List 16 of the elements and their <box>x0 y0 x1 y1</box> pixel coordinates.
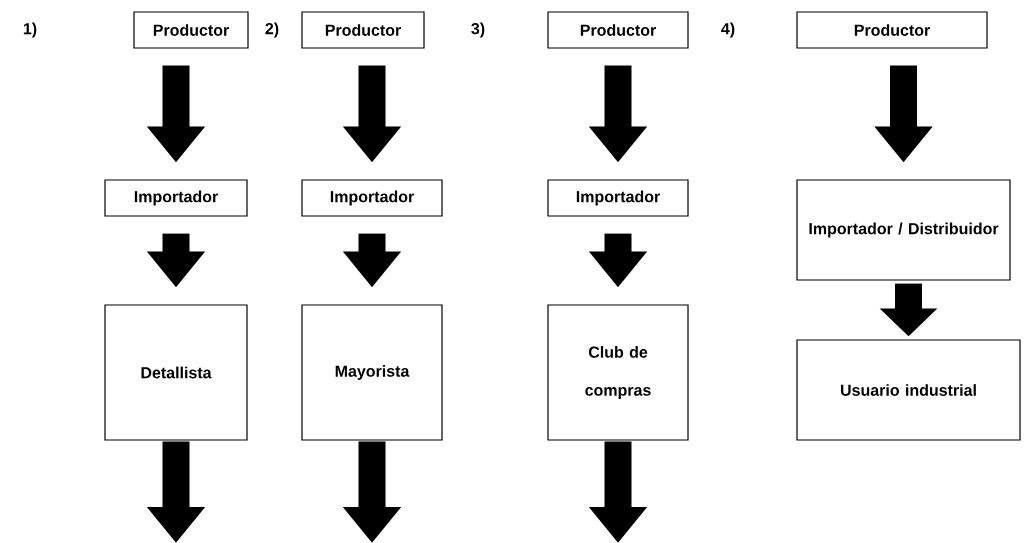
process-box: Productor <box>133 11 249 49</box>
step-number: 1) <box>23 22 37 38</box>
process-box: Productor <box>547 11 689 49</box>
process-box: Detallista <box>104 304 248 441</box>
process-box: Mayorista <box>301 304 443 441</box>
process-box: Club de compras <box>547 304 689 441</box>
process-box: Usuario industrial <box>796 339 1021 441</box>
step-number: 4) <box>721 22 735 38</box>
process-box: Productor <box>301 11 425 49</box>
process-box: Productor <box>796 11 988 49</box>
process-box: Importador <box>104 179 248 217</box>
process-box: Importador <box>301 179 443 217</box>
process-box: Importador / Distribuidor <box>796 179 1011 281</box>
process-box: Importador <box>547 179 689 217</box>
step-number: 2) <box>265 22 279 38</box>
step-number: 3) <box>471 22 485 38</box>
